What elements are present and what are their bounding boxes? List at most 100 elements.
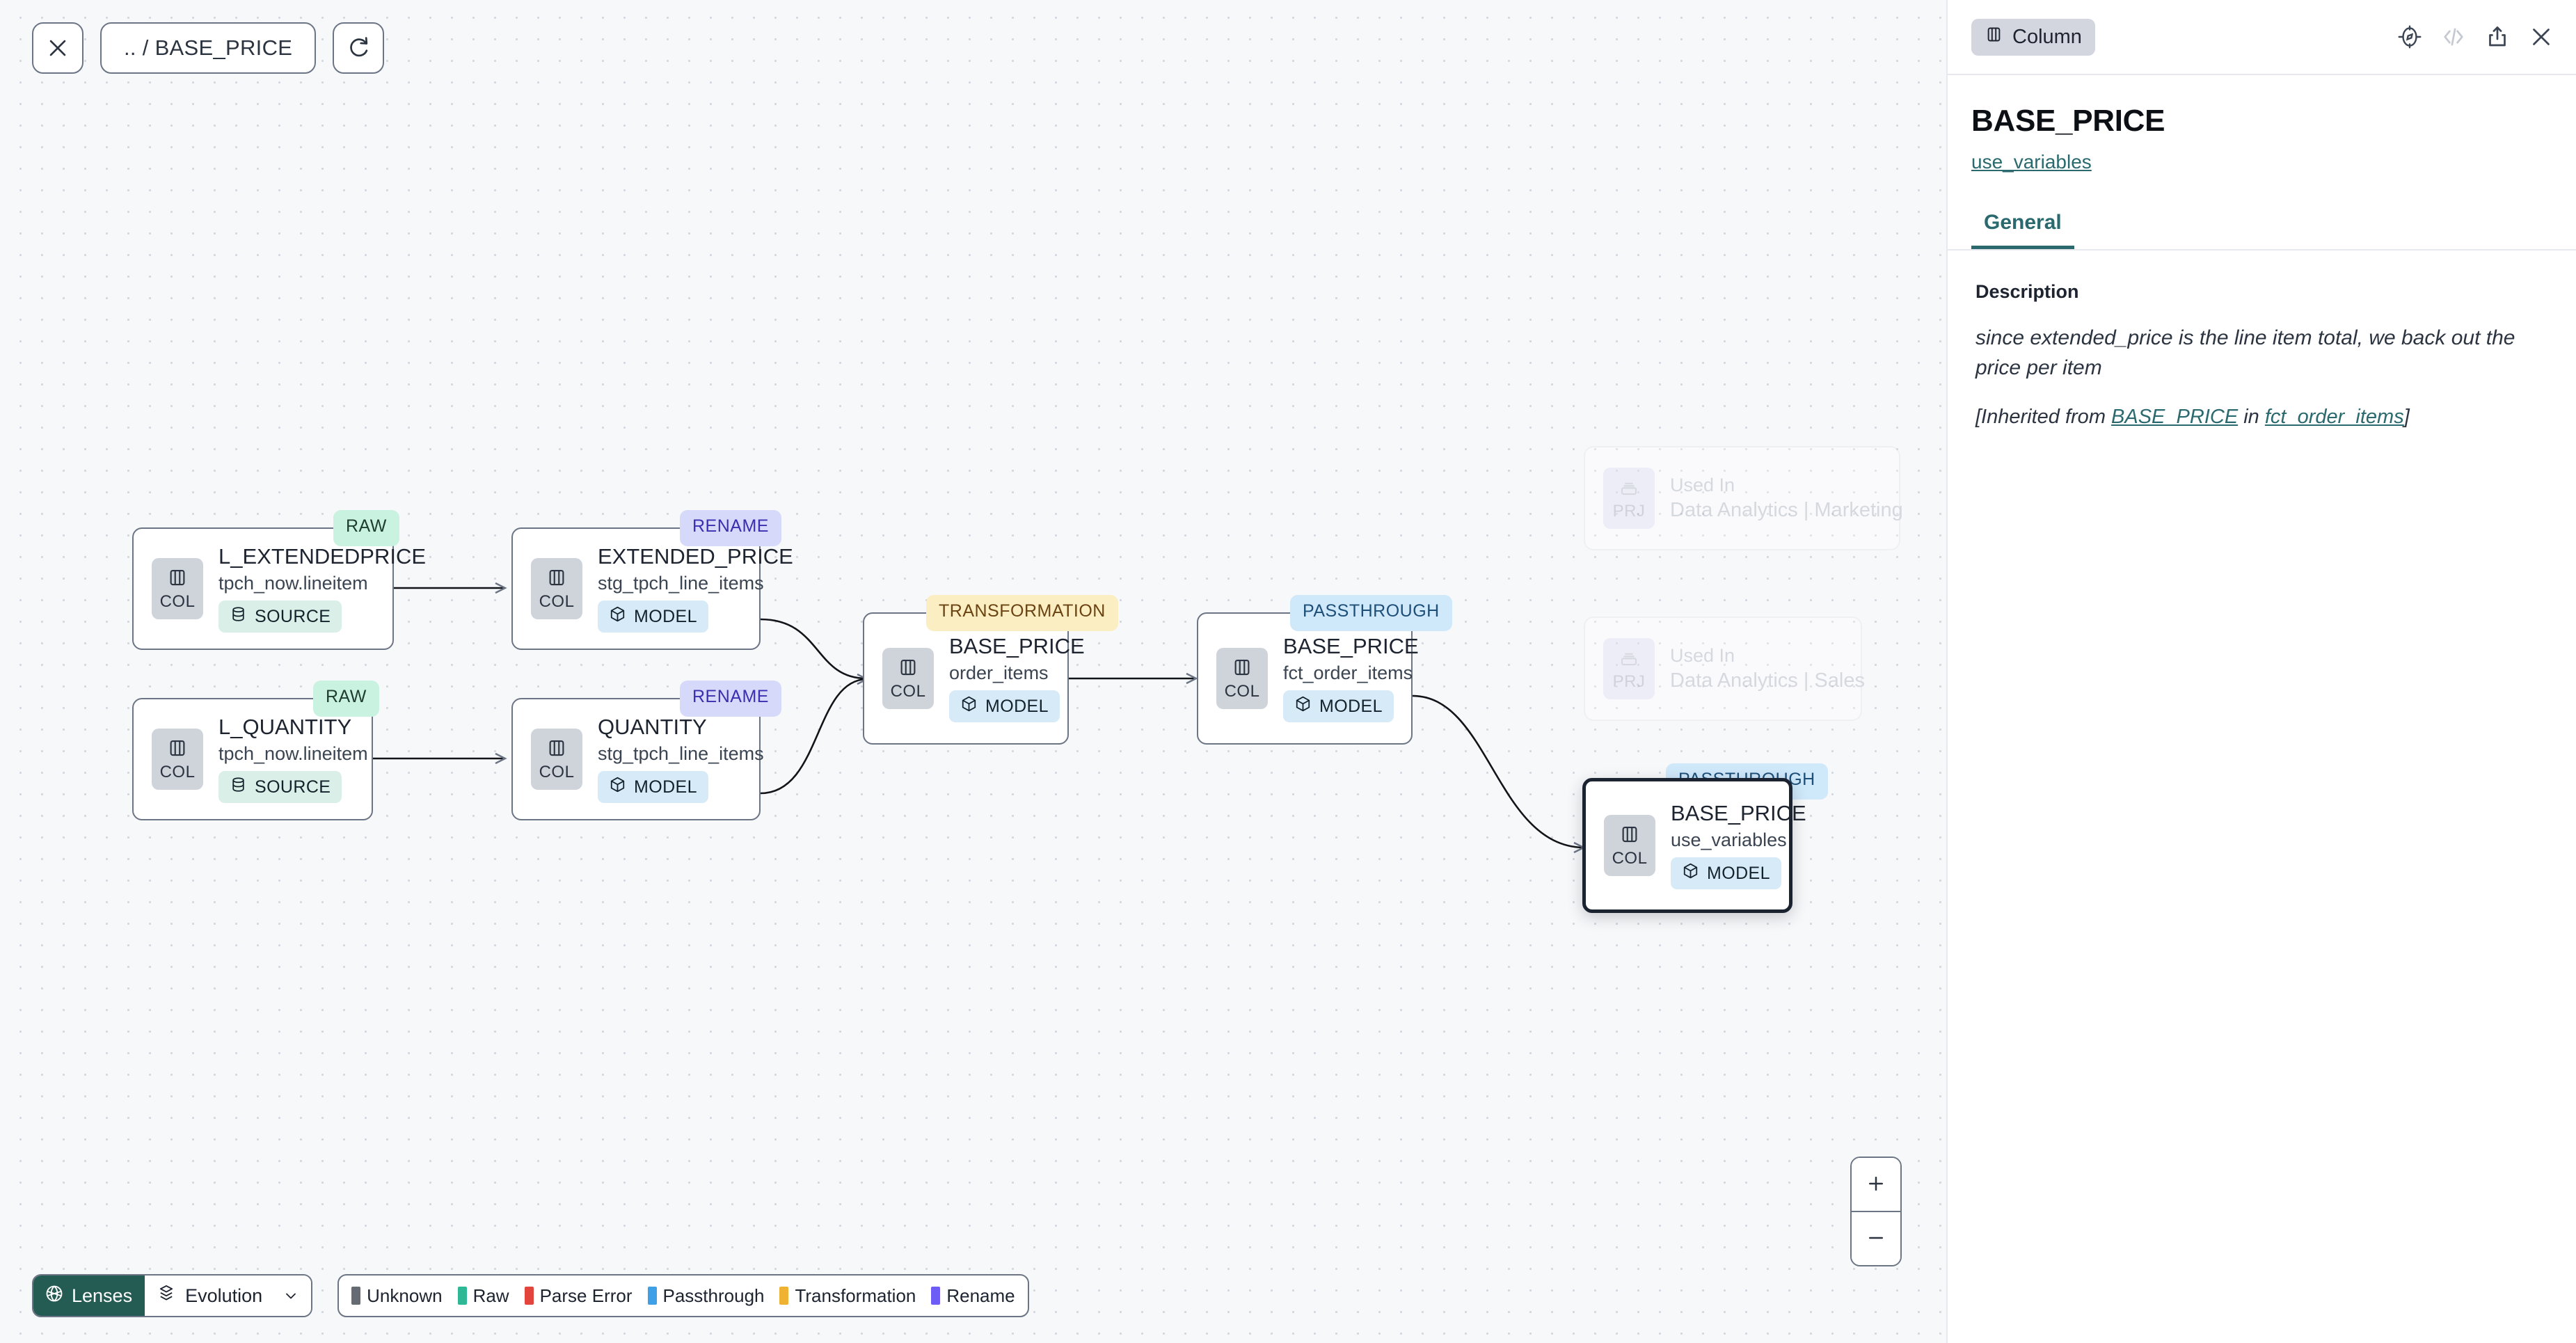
col-kind-badge: COL [152,729,203,790]
evolution-dropdown[interactable]: Evolution [145,1276,312,1316]
refresh-button[interactable] [333,22,385,74]
node-inner: COL L_EXTENDEDPRICE tpch_now.lineitem [134,543,427,633]
node-body: L_EXTENDEDPRICE tpch_now.lineitem SOURCE [218,543,427,633]
node-body: EXTENDED_PRICE stg_tpch_line_items MODEL [598,544,793,633]
cube-icon [609,776,626,798]
lineage-node-l-quantity[interactable]: COL L_QUANTITY tpch_now.lineitem [132,698,373,820]
breadcrumb-button[interactable]: .. / BASE_PRICE [100,22,317,74]
materialization-label: MODEL [634,606,697,626]
legend-swatch [457,1287,467,1305]
legend-label: Transformation [795,1285,916,1306]
project-icon [1619,647,1639,672]
materialization-label: SOURCE [255,606,331,626]
kind-label: COL [539,763,575,781]
kind-label: COL [890,682,926,701]
node-tag-passthrough[interactable]: PASSTHROUGH [1290,595,1452,631]
layers-icon [157,1284,176,1308]
lenses-label: Lenses [72,1285,133,1306]
lineage-node-extended-price[interactable]: COL EXTENDED_PRICE stg_tpch_line_items M… [511,527,793,650]
database-icon [230,776,247,798]
chevron-down-icon [283,1287,299,1304]
column-icon [167,738,188,762]
column-icon [1232,657,1253,681]
parent-model-link[interactable]: use_variables [1971,151,2092,173]
inherited-column-link[interactable]: BASE_PRICE [2111,405,2239,428]
legend-label: Raw [472,1285,509,1306]
node-title: BASE_PRICE [1283,633,1419,658]
materialization-badge: MODEL [598,601,708,633]
materialization-badge: MODEL [949,690,1060,723]
lineage-node-quantity[interactable]: COL QUANTITY stg_tpch_line_items MODEL [511,698,764,820]
node-body: BASE_PRICE use_variables MODEL [1671,800,1806,890]
kind-label: PRJ [1612,672,1646,691]
node-body: L_QUANTITY tpch_now.lineitem SOURCE [218,714,368,804]
legend-swatch [647,1287,657,1305]
refresh-icon [347,36,370,60]
column-icon [546,738,567,762]
zoom-in-button[interactable] [1852,1158,1900,1211]
node-tag-rename[interactable]: RENAME [680,510,781,546]
materialization-label: MODEL [634,777,697,797]
inherited-prefix: [Inherited from [1975,405,2112,428]
legend-item-rename: Rename [931,1285,1015,1307]
used-in-card-sales[interactable]: PRJ Used In Data Analytics | Sales [1584,617,1865,721]
node-tag-transformation[interactable]: TRANSFORMATION [926,595,1118,631]
lineage-node-fct-order-items[interactable]: COL BASE_PRICE fct_order_items MODEL [1197,612,1419,745]
node-title: L_QUANTITY [218,714,352,739]
materialization-label: MODEL [1707,863,1770,883]
node-title: L_EXTENDEDPRICE [218,543,427,569]
used-in-label: Used In [1670,475,1735,495]
database-icon [230,605,247,628]
legend-item-raw: Raw [457,1285,509,1307]
col-kind-badge: COL [882,648,934,709]
kind-label: COL [159,592,196,611]
node-tag-raw[interactable]: RAW [333,510,399,546]
node-tag-raw[interactable]: RAW [313,681,379,717]
lineage-node-l-extendedprice[interactable]: COL L_EXTENDEDPRICE tpch_now.lineitem [132,527,427,650]
column-icon [167,567,188,591]
inherited-model-link[interactable]: fct_order_items [2264,405,2404,428]
used-in-card-marketing[interactable]: PRJ Used In Data Analytics | Marketing [1584,446,1903,550]
lineage-node-order-items[interactable]: COL BASE_PRICE order_items MODEL [863,612,1085,745]
kind-label: COL [159,763,196,781]
kind-label: COL [539,592,575,611]
lineage-canvas[interactable]: .. / BASE_PRICE RAW [0,0,1946,1343]
inherited-suffix: ] [2403,405,2410,428]
project-icon [1619,477,1639,501]
used-in-name: Data Analytics | Marketing [1670,499,1903,521]
legend-swatch [931,1287,941,1305]
node-title: QUANTITY [598,714,707,739]
cube-icon [1294,695,1312,717]
column-icon [546,567,567,591]
node-title: BASE_PRICE [1671,800,1806,825]
legend-item-unknown: Unknown [351,1285,443,1307]
lenses-button[interactable]: Lenses [33,1276,145,1316]
prj-kind-badge: PRJ [1603,638,1655,699]
materialization-label: SOURCE [255,777,331,797]
lineage-node-use-variables[interactable]: COL BASE_PRICE use_variables MODEL [1582,778,1806,913]
compass-icon[interactable] [2397,24,2422,49]
tab-general[interactable]: General [1971,211,2074,250]
legend-swatch [351,1287,361,1305]
column-icon [1985,25,2003,49]
panel-content: Description since extended_price is the … [1948,251,2576,1343]
zoom-divider [1852,1211,1900,1212]
used-in-label: Used In [1670,645,1735,666]
entity-type-chip[interactable]: Column [1971,18,2095,56]
col-kind-badge: COL [152,558,203,619]
panel-action-buttons [2397,24,2554,49]
code-icon[interactable] [2441,24,2466,49]
close-icon[interactable] [2529,24,2554,49]
materialization-badge: MODEL [1283,690,1394,723]
details-panel: Column [1946,0,2576,1343]
zoom-out-button[interactable] [1852,1212,1900,1265]
column-icon [1619,824,1640,848]
used-in-inner: PRJ Used In Data Analytics | Sales [1585,638,1883,699]
node-tag-rename[interactable]: RENAME [680,681,781,717]
column-icon [898,657,919,681]
close-lineage-button[interactable] [32,22,84,74]
col-kind-badge: COL [531,729,582,790]
node-subtitle: order_items [949,662,1049,683]
materialization-badge: MODEL [1671,857,1781,890]
share-icon[interactable] [2485,24,2510,49]
